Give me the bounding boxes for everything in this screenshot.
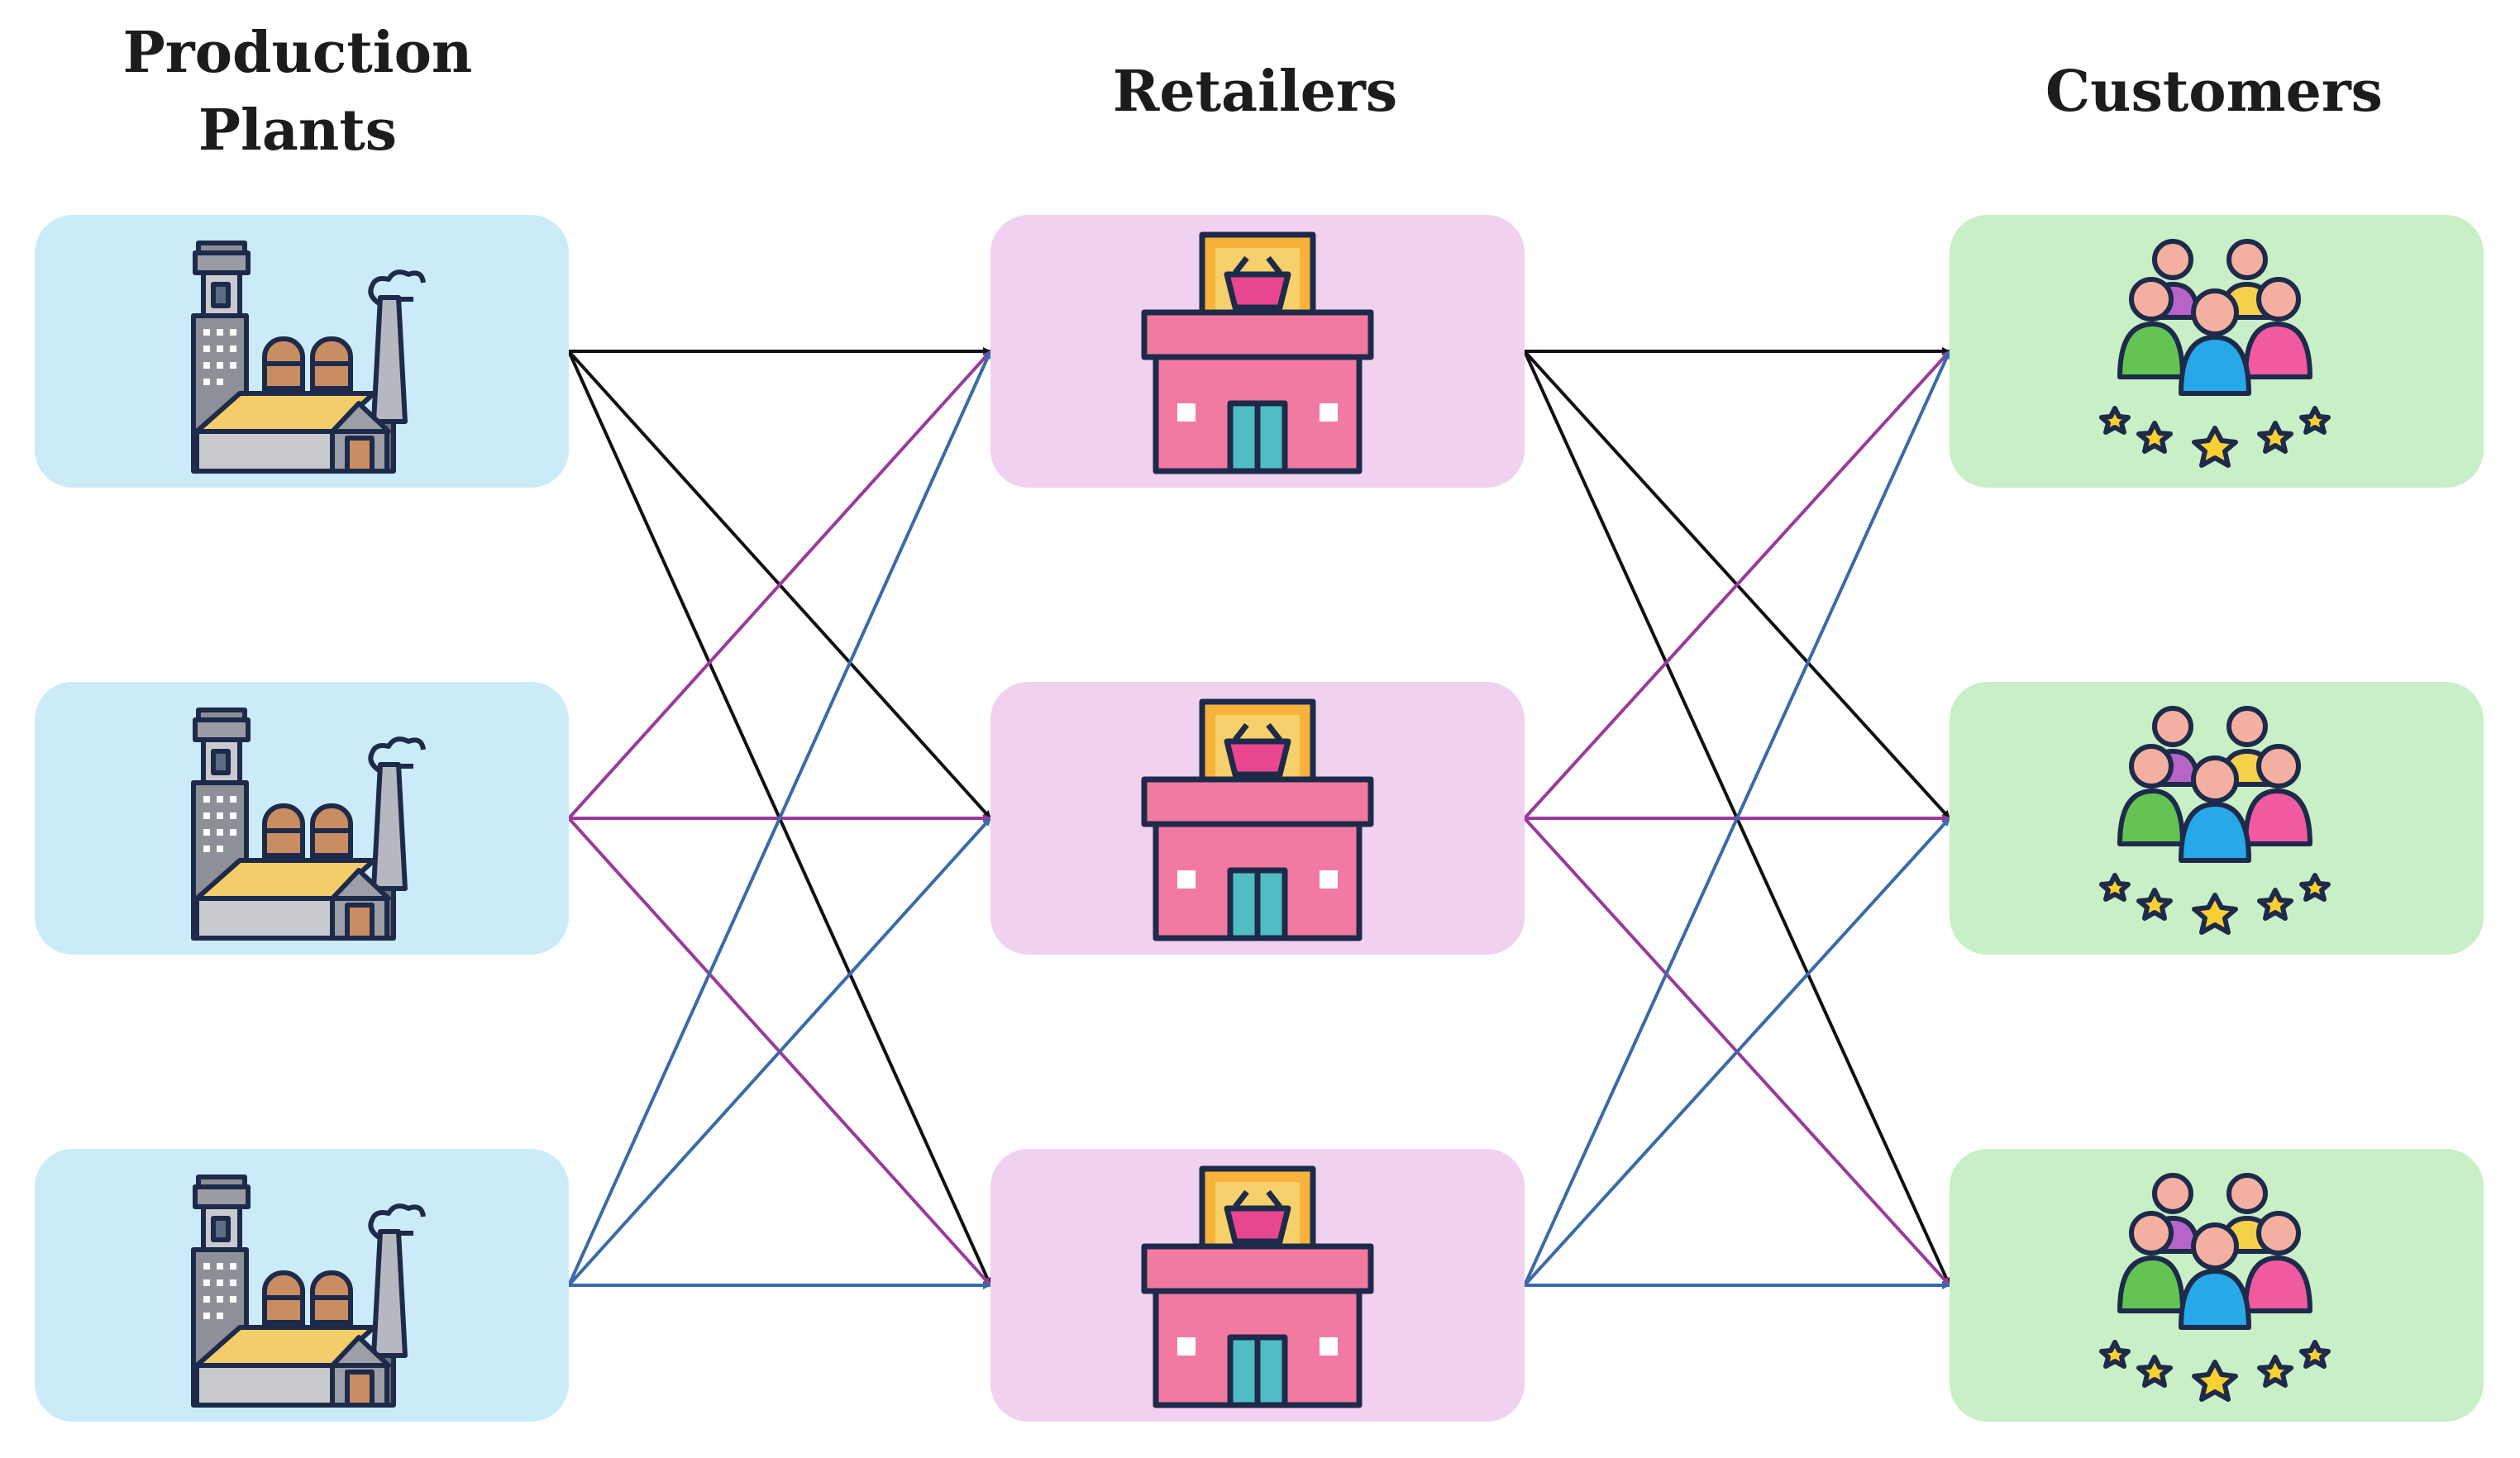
customer-group-icon bbox=[2099, 1173, 2331, 1402]
customer-node-1 bbox=[1950, 215, 2484, 488]
customer-group-icon bbox=[2099, 239, 2331, 468]
retailer-node-3 bbox=[990, 1149, 1525, 1422]
edge-stage1-2-to-1 bbox=[567, 350, 992, 820]
edge-stage1-3-to-1 bbox=[567, 350, 992, 1286]
column-title-customers: Customers bbox=[2045, 59, 2383, 125]
column-title-retailers: Retailers bbox=[1112, 59, 1398, 125]
store-icon bbox=[1141, 1165, 1374, 1408]
edge-stage1-3-to-2 bbox=[567, 817, 992, 1287]
customer-group-icon bbox=[2099, 706, 2331, 935]
edge-stage2-3-to-2 bbox=[1523, 817, 1951, 1287]
title-line-2: Plants bbox=[198, 97, 398, 164]
retailer-node-2 bbox=[990, 682, 1525, 955]
edge-stage2-3-to-1 bbox=[1523, 350, 1951, 1286]
store-icon bbox=[1141, 231, 1374, 474]
customer-node-3 bbox=[1950, 1149, 2484, 1422]
retailer-node-1 bbox=[990, 215, 1525, 488]
column-title-production-plants: Production Plants bbox=[33, 15, 562, 170]
factory-icon bbox=[191, 241, 426, 474]
store-icon bbox=[1141, 698, 1374, 941]
factory-icon bbox=[191, 1174, 426, 1408]
title-line-1: Production bbox=[122, 20, 473, 86]
factory-icon bbox=[191, 708, 426, 941]
plant-node-1 bbox=[35, 215, 569, 488]
plant-node-3 bbox=[35, 1149, 569, 1422]
plant-node-2 bbox=[35, 682, 569, 955]
edge-stage2-2-to-1 bbox=[1523, 350, 1951, 820]
customer-node-2 bbox=[1950, 682, 2484, 955]
